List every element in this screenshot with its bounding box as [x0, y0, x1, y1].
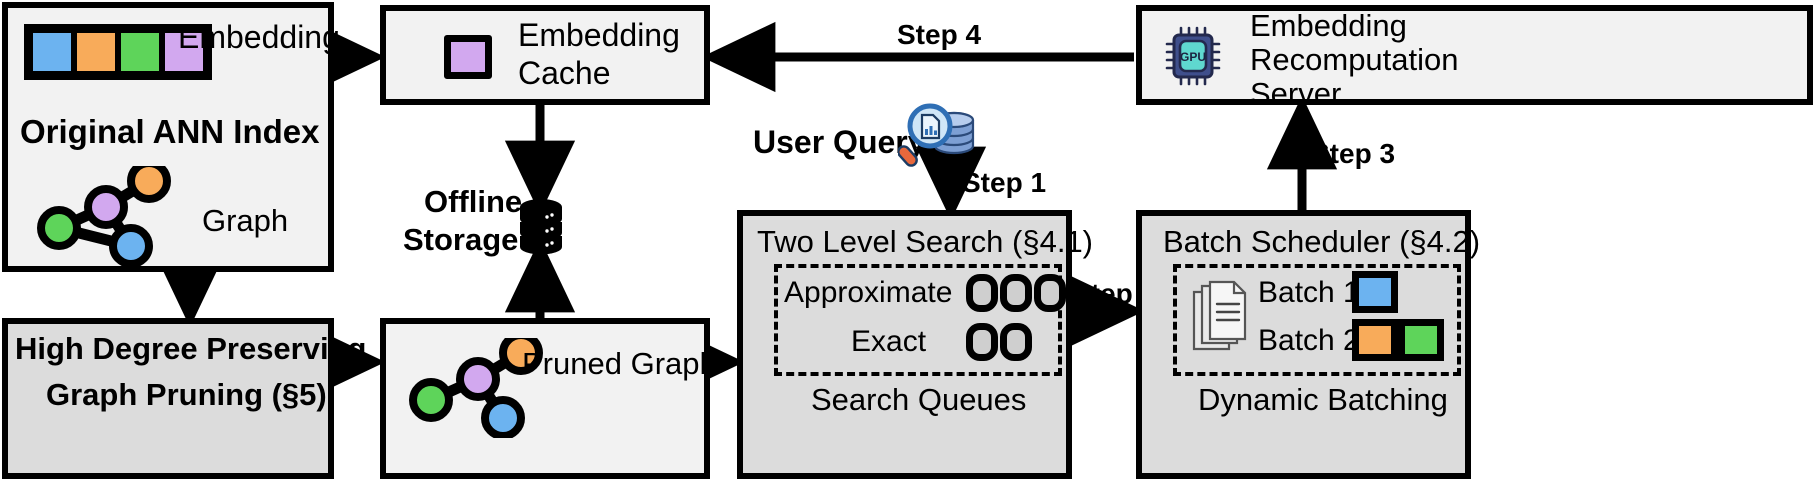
embedding-chip-bar — [24, 24, 212, 80]
embedding-chip-blue — [30, 30, 74, 74]
offline-storage-label-line2: Storage — [403, 222, 519, 257]
embedding-cache-box[interactable] — [380, 5, 710, 105]
two-level-search-title: Two Level Search (§4.1) — [757, 224, 1094, 259]
step-3-label: Step 3 — [1311, 138, 1396, 169]
user-query-label: User Query — [753, 124, 926, 160]
exact-queue-slot-2[interactable] — [1000, 323, 1032, 361]
step-1-label: Step 1 — [962, 167, 1047, 198]
recomputation-server-box[interactable] — [1136, 5, 1813, 105]
original-ann-index-title: Original ANN Index — [20, 113, 320, 150]
approximate-queue-slot-3[interactable] — [1034, 274, 1066, 312]
embedding-chip-purple — [162, 30, 206, 74]
documents-stack-icon — [1192, 280, 1247, 351]
recomputation-server-title-line2: Recomputation — [1250, 42, 1459, 77]
approximate-row-label: Approximate — [784, 276, 953, 309]
magnifier-document-database-icon — [898, 103, 975, 167]
dynamic-batching-panel — [1173, 264, 1461, 376]
original-graph-figure — [37, 166, 171, 266]
batch-2-chip-green — [1398, 319, 1444, 361]
embedding-chip-green — [118, 30, 162, 74]
pruned-graph-label: Pruned Graph — [522, 346, 717, 381]
embedding-cache-chip-icon — [444, 35, 492, 79]
graph-pruning-title-line2: Graph Pruning (§5) — [46, 377, 327, 412]
approximate-queue-slot-2[interactable] — [1000, 274, 1032, 312]
batch-1-label: Batch 1 — [1258, 276, 1360, 309]
search-queues-panel — [774, 264, 1062, 376]
recomputation-server-title-line1: Embedding — [1250, 8, 1407, 43]
batch-scheduler-title: Batch Scheduler (§4.2) — [1163, 224, 1481, 259]
batch-2-chip-orange — [1352, 319, 1398, 361]
batch-1-chip-blue — [1352, 271, 1398, 313]
graph-pruning-title-line1: High Degree Preserving — [15, 331, 367, 366]
gpu-chip-icon: GPU — [1165, 26, 1221, 86]
embedding-label: Embedding — [178, 19, 340, 55]
batch-2-label: Batch 2 — [1258, 324, 1360, 357]
gpu-icon-text: GPU — [1180, 50, 1206, 64]
exact-queue-slot-1[interactable] — [966, 323, 998, 361]
pruned-graph-figure — [409, 338, 543, 438]
step-4-label: Step 4 — [897, 19, 982, 50]
graph-pruning-box[interactable] — [2, 318, 334, 479]
recomputation-server-title-line3: Server — [1250, 76, 1342, 111]
offline-storage-label-line1: Offline — [424, 184, 523, 219]
database-cylinder-icon — [520, 199, 562, 255]
exact-row-label: Exact — [851, 325, 927, 358]
embedding-chip-orange — [74, 30, 118, 74]
search-queues-caption: Search Queues — [811, 382, 1027, 417]
dynamic-batching-caption: Dynamic Batching — [1198, 382, 1448, 417]
original-graph-label: Graph — [202, 203, 289, 238]
approximate-queue-slot-1[interactable] — [966, 274, 998, 312]
embedding-cache-title-line1: Embedding — [518, 17, 680, 53]
embedding-cache-title-line2: Cache — [518, 55, 611, 91]
